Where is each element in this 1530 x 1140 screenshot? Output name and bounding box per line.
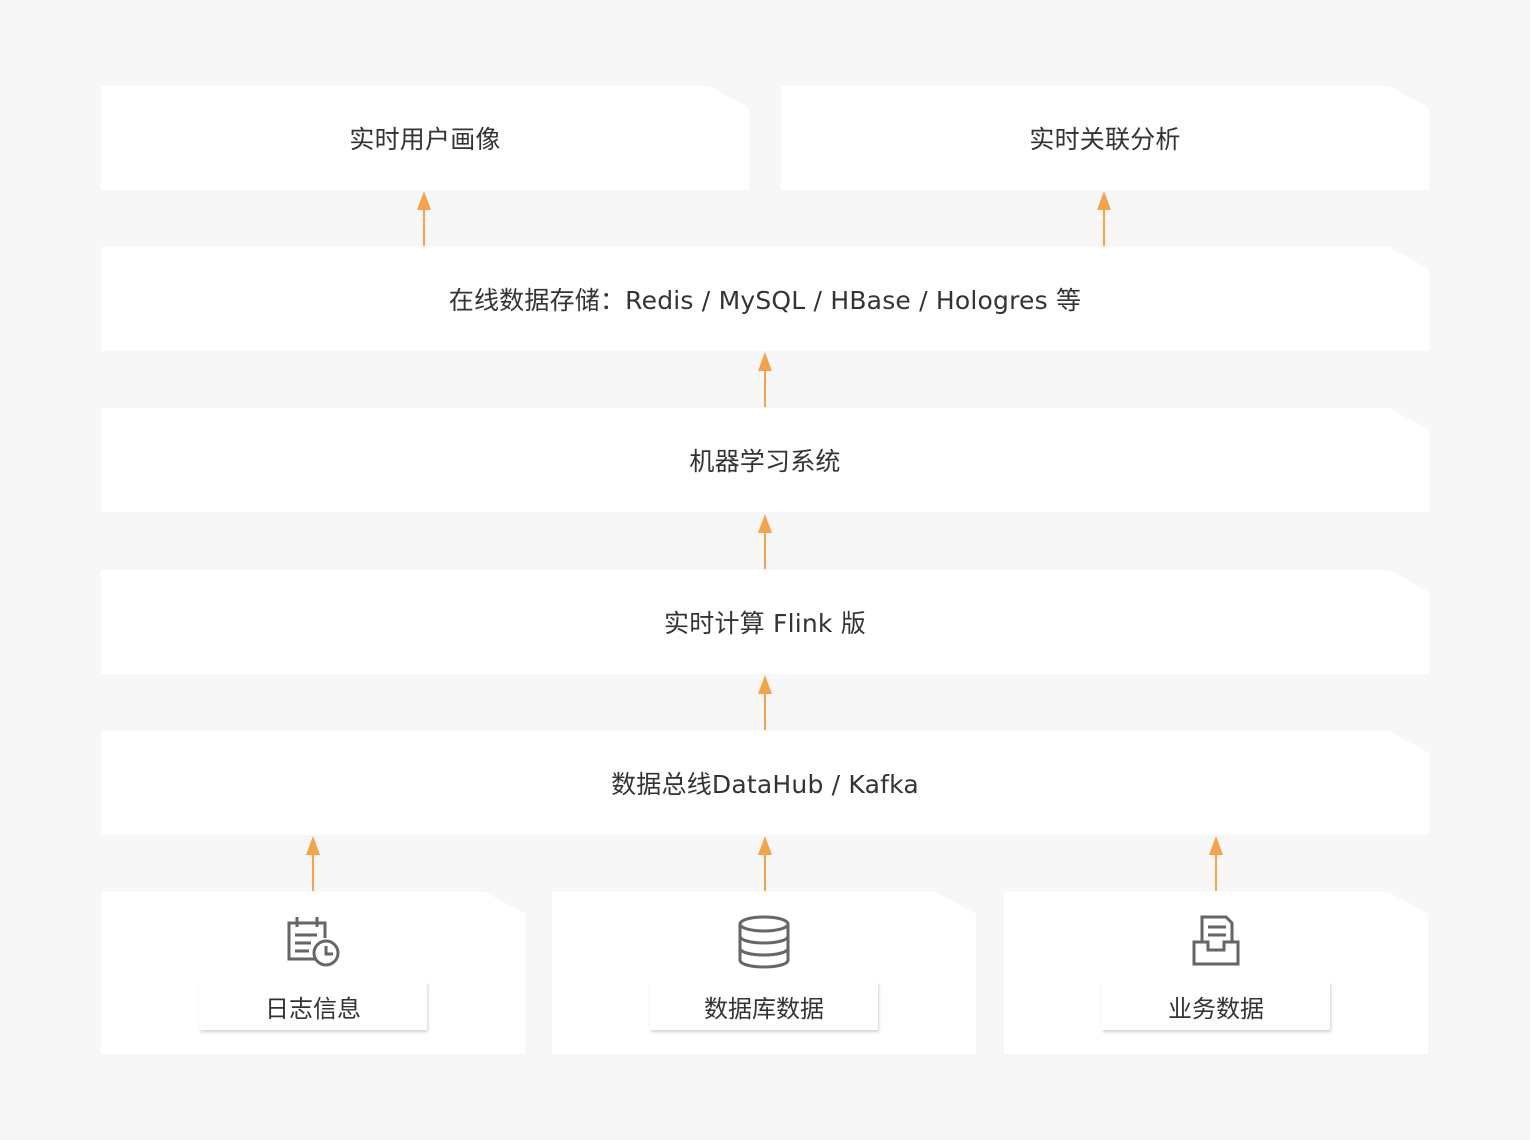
storage-layer-label: 在线数据存储：Redis / MySQL / HBase / Hologres … xyxy=(448,286,1082,315)
arrow-logs-to-bus xyxy=(306,836,320,891)
output-card-correlation-analysis: 实时关联分析 xyxy=(781,86,1429,190)
ml-layer-label: 机器学习系统 xyxy=(689,447,841,476)
bus-layer-card: 数据总线DataHub / Kafka xyxy=(101,731,1429,835)
output-label-correlation-analysis: 实时关联分析 xyxy=(1029,125,1181,154)
arrow-business-to-bus xyxy=(1209,836,1223,891)
arrow-database-to-bus xyxy=(758,836,772,891)
source-card-business: 业务数据 xyxy=(1004,892,1428,1054)
database-icon xyxy=(736,914,792,970)
arrow-storage-to-correlation xyxy=(1097,191,1111,246)
source-label-database: 数据库数据 xyxy=(650,982,878,1030)
compute-layer-label: 实时计算 Flink 版 xyxy=(664,609,866,638)
storage-layer-card: 在线数据存储：Redis / MySQL / HBase / Hologres … xyxy=(101,247,1429,351)
output-label-user-profile: 实时用户画像 xyxy=(349,125,501,154)
arrow-storage-to-user-profile xyxy=(417,191,431,246)
output-card-user-profile: 实时用户画像 xyxy=(101,86,749,190)
business-inbox-icon xyxy=(1188,914,1244,970)
log-calendar-icon xyxy=(285,914,341,970)
source-label-logs: 日志信息 xyxy=(199,982,427,1030)
source-label-business: 业务数据 xyxy=(1102,982,1330,1030)
arrow-bus-to-compute xyxy=(758,675,772,730)
arrow-compute-to-ml xyxy=(758,514,772,569)
ml-layer-card: 机器学习系统 xyxy=(101,408,1429,512)
compute-layer-card: 实时计算 Flink 版 xyxy=(101,570,1429,674)
source-card-logs: 日志信息 xyxy=(101,892,525,1054)
source-card-database: 数据库数据 xyxy=(552,892,976,1054)
bus-layer-label: 数据总线DataHub / Kafka xyxy=(611,770,919,799)
arrow-ml-to-storage xyxy=(758,352,772,407)
